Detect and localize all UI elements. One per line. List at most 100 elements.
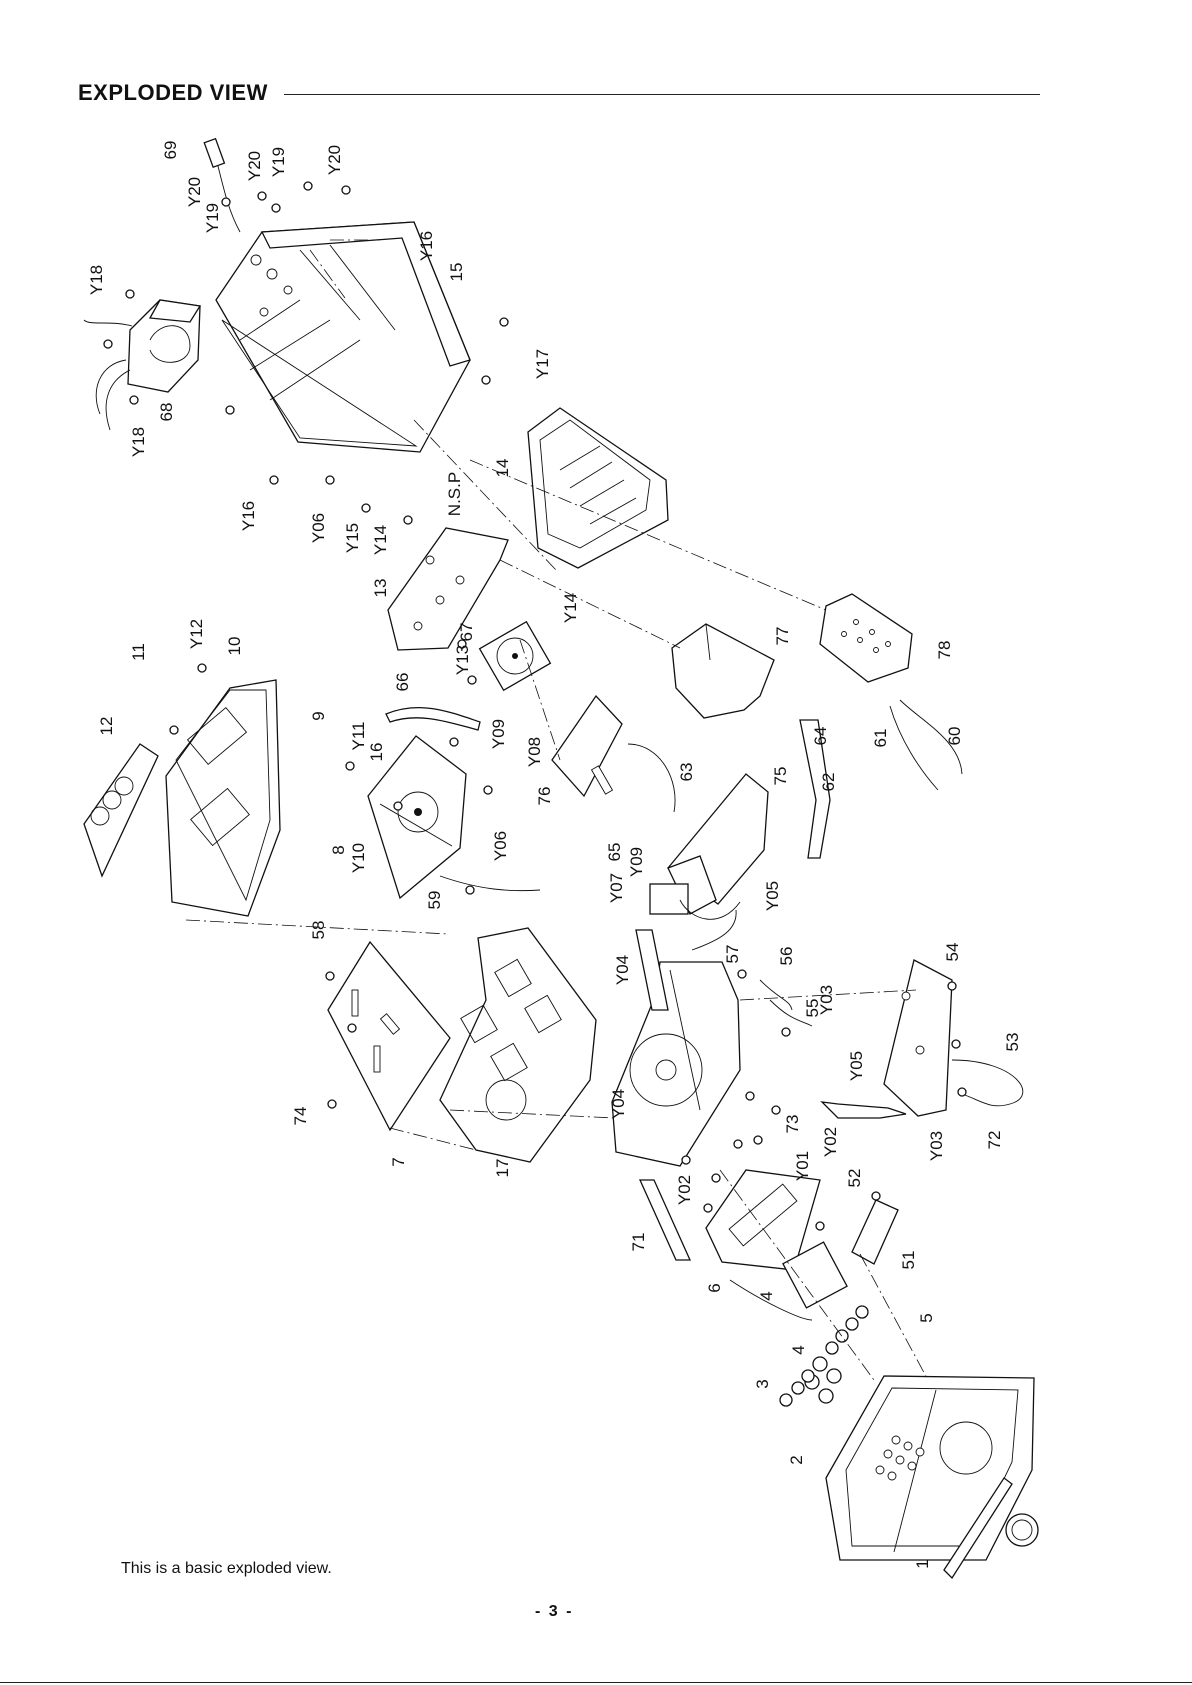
callout-label: 59 <box>425 891 444 910</box>
display-pcb <box>705 1169 821 1271</box>
flat-cable-57 <box>635 929 669 1011</box>
vent-slots <box>559 445 637 525</box>
pcb-74 <box>327 940 451 1132</box>
callout-label: Y02 <box>821 1127 840 1157</box>
callout-label: 65 <box>605 843 624 862</box>
callout-label: 61 <box>871 729 890 748</box>
page-number: - 3 - <box>535 1603 574 1620</box>
knob-set <box>779 1305 869 1407</box>
callout-label: 67 <box>457 623 476 642</box>
callout-label: 10 <box>225 637 244 656</box>
flat-cable-62 <box>799 719 831 859</box>
flat-cable-53 <box>820 1101 907 1119</box>
callout-label: 4 <box>789 1345 808 1354</box>
power-transformer <box>83 299 202 431</box>
callout-label: Y04 <box>613 955 632 985</box>
cable-61 <box>889 705 939 791</box>
callout-label: 52 <box>845 1169 864 1188</box>
callout-label: 56 <box>777 947 796 966</box>
callout-label: Y16 <box>417 231 436 261</box>
cable-58 <box>691 909 737 951</box>
callout-label: 51 <box>899 1251 918 1270</box>
bottom-rule <box>0 1682 1192 1683</box>
callout-label: Y09 <box>627 847 646 877</box>
callout-label: Y18 <box>87 265 106 295</box>
callout-label: 72 <box>985 1131 1004 1150</box>
front-panel-buttons <box>875 1435 925 1481</box>
callout-label: 54 <box>943 943 962 962</box>
pcb-78-holes <box>841 619 891 653</box>
pcb-76 <box>551 694 623 798</box>
callout-label: 66 <box>393 673 412 692</box>
callout-label: Y19 <box>203 203 222 233</box>
callout-label: Y05 <box>847 1051 866 1081</box>
button-set-6 <box>782 1241 848 1309</box>
callout-label: Y20 <box>185 177 204 207</box>
callout-label: 6 <box>705 1283 724 1292</box>
side-pcb-77 <box>671 623 775 719</box>
callout-label: 76 <box>535 787 554 806</box>
callout-label: 68 <box>157 403 176 422</box>
rear-shield <box>527 407 669 569</box>
callout-label: 5 <box>917 1313 936 1322</box>
tape-mechanism <box>367 735 467 900</box>
callout-label: Y18 <box>129 427 148 457</box>
callout-label: Y10 <box>349 843 368 873</box>
cable-51 <box>729 1279 813 1321</box>
callout-label: Y13 <box>453 645 472 675</box>
callout-label: 57 <box>723 945 742 964</box>
callout-label: 71 <box>629 1233 648 1252</box>
cable-55 <box>769 999 813 1027</box>
callout-label: 75 <box>771 767 790 786</box>
callout-label: 7 <box>389 1157 408 1166</box>
title-rule <box>284 94 1040 95</box>
callout-label: Y08 <box>525 737 544 767</box>
power-plug <box>203 137 226 169</box>
callout-label: 78 <box>935 641 954 660</box>
callout-label: Y19 <box>269 147 288 177</box>
cable-56 <box>759 979 793 1011</box>
callout-label: 4 <box>757 1291 776 1300</box>
callout-label: 3 <box>753 1379 772 1388</box>
callout-label: Y20 <box>325 145 344 175</box>
callout-label: 17 <box>493 1159 512 1178</box>
callout-label: 69 <box>161 141 180 160</box>
callout-label: 14 <box>493 459 512 478</box>
callout-label: Y01 <box>793 1151 812 1181</box>
screw-set <box>103 181 967 1231</box>
callout-label: Y09 <box>489 719 508 749</box>
callout-label: Y12 <box>187 619 206 649</box>
callout-label: Y14 <box>371 525 390 555</box>
cable-66 <box>385 707 481 731</box>
callout-label: 8 <box>329 845 348 854</box>
callout-label: 53 <box>1003 1033 1022 1052</box>
cable-60 <box>899 699 963 775</box>
callout-label: 58 <box>309 921 328 940</box>
front-panel <box>825 1375 1035 1561</box>
callout-label: Y20 <box>245 151 264 181</box>
assembly-guides <box>185 419 929 1381</box>
flat-cable-52 <box>638 1179 692 1261</box>
cooling-fan <box>478 620 552 692</box>
callout-label: Y02 <box>675 1175 694 1205</box>
main-chassis <box>215 221 471 453</box>
cable-63 <box>627 743 676 813</box>
callout-label: Y06 <box>309 513 328 543</box>
callout-label: 15 <box>447 263 466 282</box>
cassette-door <box>83 743 159 878</box>
rear-panel <box>387 527 509 651</box>
callout-label: 64 <box>811 727 830 746</box>
callout-label: Y03 <box>817 985 836 1015</box>
page-title: EXPLODED VIEW <box>78 80 268 105</box>
callout-label: Y03 <box>927 1131 946 1161</box>
callout-label: Y04 <box>609 1089 628 1119</box>
callout-label: N.S.P <box>445 472 464 516</box>
callout-label: Y17 <box>533 349 552 379</box>
top-cabinet <box>165 679 281 917</box>
cable-54 <box>951 1059 1024 1107</box>
callout-label: Y07 <box>607 873 626 903</box>
callout-label: 63 <box>677 763 696 782</box>
callout-label: 2 <box>787 1455 806 1464</box>
